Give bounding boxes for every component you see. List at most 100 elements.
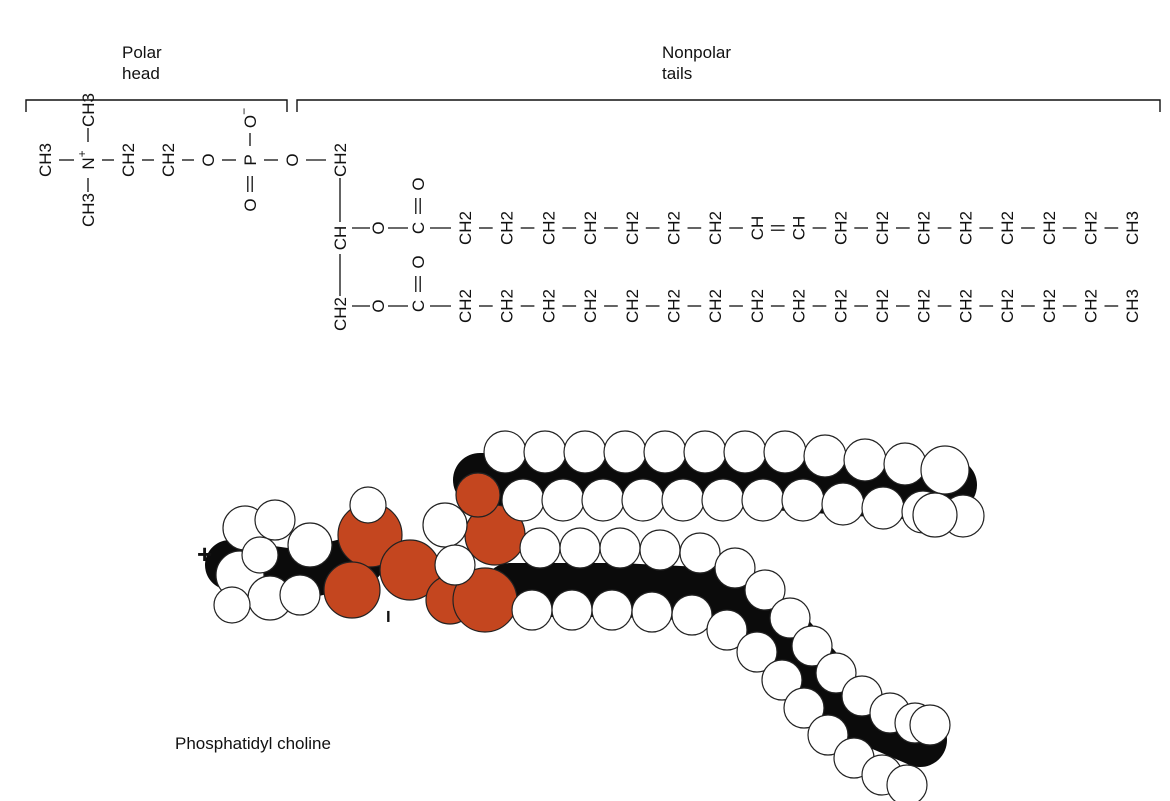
svg-text:CH2: CH2 [915, 211, 934, 245]
tail-2-atom-8: CH2 [790, 289, 809, 323]
nonpolar-tails-label: Nonpolar tails [662, 42, 731, 84]
tail-1-atom-11: CH2 [915, 211, 934, 245]
polar-head-bracket [25, 99, 288, 112]
tail-2-atom-0: CH2 [456, 289, 475, 323]
n-methyl-bottom: CH3 [79, 193, 98, 227]
tail-1-atom-5: CH2 [665, 211, 684, 245]
svg-text:CH2: CH2 [1082, 211, 1101, 245]
nonpolar-tails-line1: Nonpolar [662, 43, 731, 62]
tail-1-carbonyl-o: O [409, 177, 428, 190]
nonpolar-tails-line2: tails [662, 64, 693, 83]
tail-2-ester-o: O [369, 299, 388, 312]
upper-tail-top-hydrogen-6 [723, 430, 767, 474]
svg-text:CH2: CH2 [956, 289, 975, 323]
glycerol-hydrogen-2 [349, 486, 387, 524]
tail-2-atom-14: CH2 [1040, 289, 1059, 323]
svg-text:CH2: CH2 [539, 289, 558, 323]
tail-2-atom-5: CH2 [665, 289, 684, 323]
glycerol-hydrogen-0 [422, 502, 468, 548]
svg-text:CH2: CH2 [581, 289, 600, 323]
tail-1-atom-0: CH2 [456, 211, 475, 245]
svg-text:CH2: CH2 [956, 211, 975, 245]
polar-head-label: Polar head [122, 42, 162, 84]
svg-text:CH2: CH2 [331, 143, 350, 177]
nonpolar-tails-bracket [296, 99, 1161, 112]
svg-text:CH2: CH2 [1040, 211, 1059, 245]
tail-1-ester-o: O [369, 221, 388, 234]
svg-text:CH2: CH2 [831, 289, 850, 323]
head-atom-2: CH2 [119, 143, 138, 177]
upper-tail-top-hydrogen-7 [763, 430, 807, 474]
tail-1-atom-13: CH2 [998, 211, 1017, 245]
tail-1-atom-8: CH [790, 216, 809, 241]
space-filling-model [205, 430, 985, 801]
head-atom-7: CH2 [331, 143, 350, 177]
svg-text:CH2: CH2 [665, 289, 684, 323]
head-atom-4: O [199, 153, 218, 166]
lower-tail-top-hydrogen-9 [815, 652, 857, 694]
svg-text:C: C [409, 300, 428, 312]
glycerol-hydrogen-1 [434, 544, 476, 586]
svg-text:CH3: CH3 [36, 143, 55, 177]
svg-text:CH3: CH3 [1123, 211, 1142, 245]
svg-text:CH2: CH2 [119, 143, 138, 177]
upper-tail-top-hydrogen-8 [803, 434, 847, 478]
svg-text:CH2: CH2 [998, 211, 1017, 245]
tail-1-atom-16: CH3 [1123, 211, 1142, 245]
svg-text:CH3: CH3 [79, 93, 98, 127]
upper-tail-bottom-hydrogen-1 [541, 478, 585, 522]
upper-tail-top-hydrogen-2 [563, 430, 607, 474]
tail-1-carbonyl-c: C [409, 222, 428, 234]
upper-tail-top-hydrogen-3 [603, 430, 647, 474]
tail-1-atom-1: CH2 [498, 211, 517, 245]
svg-text:CH2: CH2 [873, 289, 892, 323]
svg-text:CH2: CH2 [790, 289, 809, 323]
tail-1-atom-15: CH2 [1082, 211, 1101, 245]
svg-text:O: O [199, 153, 218, 166]
tail-1-atom-6: CH2 [706, 211, 725, 245]
svg-text:CH2: CH2 [706, 289, 725, 323]
svg-text:O: O [369, 299, 388, 312]
tail-1-atom-9: CH2 [831, 211, 850, 245]
head-atom-3: CH2 [159, 143, 178, 177]
lower-tail-top-hydrogen-6 [744, 569, 786, 611]
lower-tail-bottom-hydrogen-6 [736, 631, 778, 673]
phosphate-o-double: O [241, 198, 260, 211]
svg-text:CH2: CH2 [1082, 289, 1101, 323]
minus-charge-sign: − [376, 610, 401, 623]
svg-text:CH2: CH2 [915, 289, 934, 323]
upper-tail-bottom-hydrogen-2 [581, 478, 625, 522]
svg-text:O: O [241, 198, 260, 211]
tail-2-carbonyl-c: C [409, 300, 428, 312]
lower-tail-bottom-hydrogen-2 [591, 589, 633, 631]
lower-tail-bottom-hydrogen-4 [671, 594, 713, 636]
svg-text:CH2: CH2 [706, 211, 725, 245]
lower-tail-bottom-hydrogen-8 [783, 687, 825, 729]
tail-2-atom-6: CH2 [706, 289, 725, 323]
svg-text:CH2: CH2 [831, 211, 850, 245]
tail-1-atom-7: CH [748, 216, 767, 241]
upper-tail-bottom-hydrogen-5 [701, 478, 745, 522]
tail-2-atom-11: CH2 [915, 289, 934, 323]
glycerol-ch2: CH2 [331, 297, 350, 331]
tail-2-carbonyl-o: O [409, 255, 428, 268]
lower-tail-top-hydrogen-1 [559, 527, 601, 569]
upper-tail-end-hydrogen-b [912, 492, 958, 538]
upper-tail-top-hydrogen-0 [483, 430, 527, 474]
lower-tail-top-hydrogen-4 [679, 532, 721, 574]
tail-2-atom-12: CH2 [956, 289, 975, 323]
svg-text:O: O [409, 177, 428, 190]
upper-tail-top-hydrogen-5 [683, 430, 727, 474]
oxygen-atom-6 [455, 472, 501, 518]
polar-head-line2: head [122, 64, 160, 83]
svg-text:CH: CH [331, 226, 350, 251]
tail-2-atom-3: CH2 [581, 289, 600, 323]
svg-text:CH2: CH2 [498, 289, 517, 323]
n-methyl-top: CH3 [79, 93, 98, 127]
tail-1-atom-4: CH2 [623, 211, 642, 245]
svg-text:CH2: CH2 [498, 211, 517, 245]
upper-tail-bottom-hydrogen-8 [821, 482, 865, 526]
glycerol-ch: CH [331, 226, 350, 251]
svg-text:C: C [409, 222, 428, 234]
